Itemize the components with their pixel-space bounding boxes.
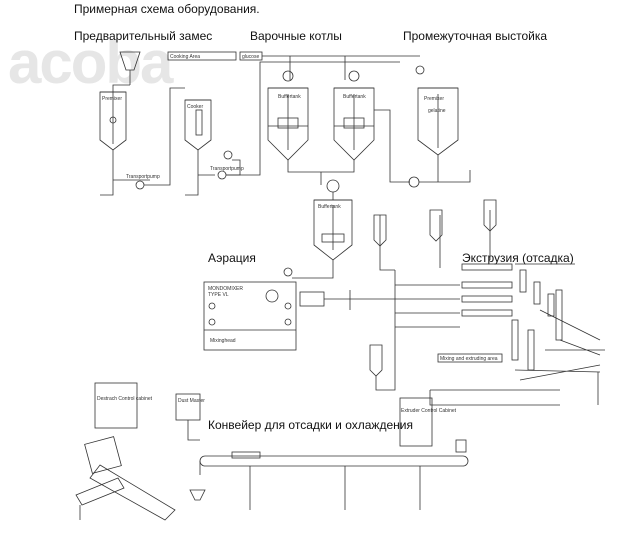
- pump-right: [408, 176, 420, 188]
- cooking-area-frame: [167, 51, 237, 61]
- label-destrach: Destrach Control cabinet: [97, 396, 153, 402]
- label-buffertank-1: Buffertank: [278, 94, 301, 100]
- label-mixing-area: Mixing and extruding area: [440, 356, 498, 362]
- destrach-cabinet: [94, 382, 138, 429]
- label-mondomixer: MONDOMIXER: [208, 286, 243, 292]
- transportpump-1: [135, 180, 145, 190]
- label-dust-master: Dust Master: [178, 398, 205, 404]
- conveyor-box: [231, 451, 261, 459]
- mixing-area-frame: [437, 353, 503, 363]
- premixer-gelatine-tank: [415, 65, 459, 156]
- conveyor-belt: [199, 455, 469, 510]
- label-buffertank-3: Buffertank: [318, 204, 341, 210]
- cooling-tunnel: [75, 436, 176, 521]
- collector-bin: [189, 489, 206, 501]
- label-cooking-area: Cooking Area: [170, 54, 200, 60]
- label-premix: Предварительный замес: [74, 29, 213, 43]
- label-aeration: Аэрация: [208, 251, 256, 265]
- label-buffer: Промежуточная выстойка: [403, 29, 548, 43]
- label-premixer: Premixer: [102, 96, 122, 102]
- extruder-cabinet: [399, 397, 433, 447]
- label-extruder-cabinet: Extruder Control Cabinet: [401, 408, 457, 414]
- label-premixer-2: Premixer: [424, 96, 444, 102]
- gauge: [223, 150, 233, 160]
- mondomixer: [203, 281, 297, 351]
- label-mixinghead: Mixinghead: [210, 338, 236, 344]
- label-buffertank-2: Buffertank: [343, 94, 366, 100]
- mixinghead-unit: [299, 291, 325, 307]
- buffertank-cooker-1: [267, 70, 309, 161]
- label-transportpump-1: Transportpump: [126, 174, 160, 180]
- label-mondomixer-type: TYPE VL: [208, 292, 229, 298]
- small-tank-2: [429, 209, 443, 242]
- cooker-tank: [184, 99, 212, 151]
- label-transportpump-2: Transportpump: [210, 166, 244, 172]
- small-tank-1: [373, 214, 387, 247]
- transportpump-2: [217, 170, 227, 180]
- watermark: acoba: [8, 29, 173, 96]
- label-gelatine: gelatine: [428, 108, 446, 114]
- buffertank-center: [313, 199, 353, 261]
- label-glucose: glucose: [242, 54, 259, 60]
- buffertank-cooker-2: [333, 70, 375, 161]
- small-tank-4: [369, 344, 383, 377]
- page-title: Примерная схема оборудования.: [74, 2, 260, 16]
- small-stand: [455, 439, 467, 453]
- pump-center: [326, 179, 340, 193]
- extruder-rows: [461, 263, 563, 371]
- premixer-tank: [99, 91, 127, 151]
- hopper: [119, 51, 141, 71]
- small-tank-3: [483, 199, 497, 232]
- label-cookers: Варочные котлы: [250, 29, 342, 43]
- label-cooker: Cooker: [187, 104, 203, 110]
- label-conveyor: Конвейер для отсадки и охлаждения: [208, 418, 413, 432]
